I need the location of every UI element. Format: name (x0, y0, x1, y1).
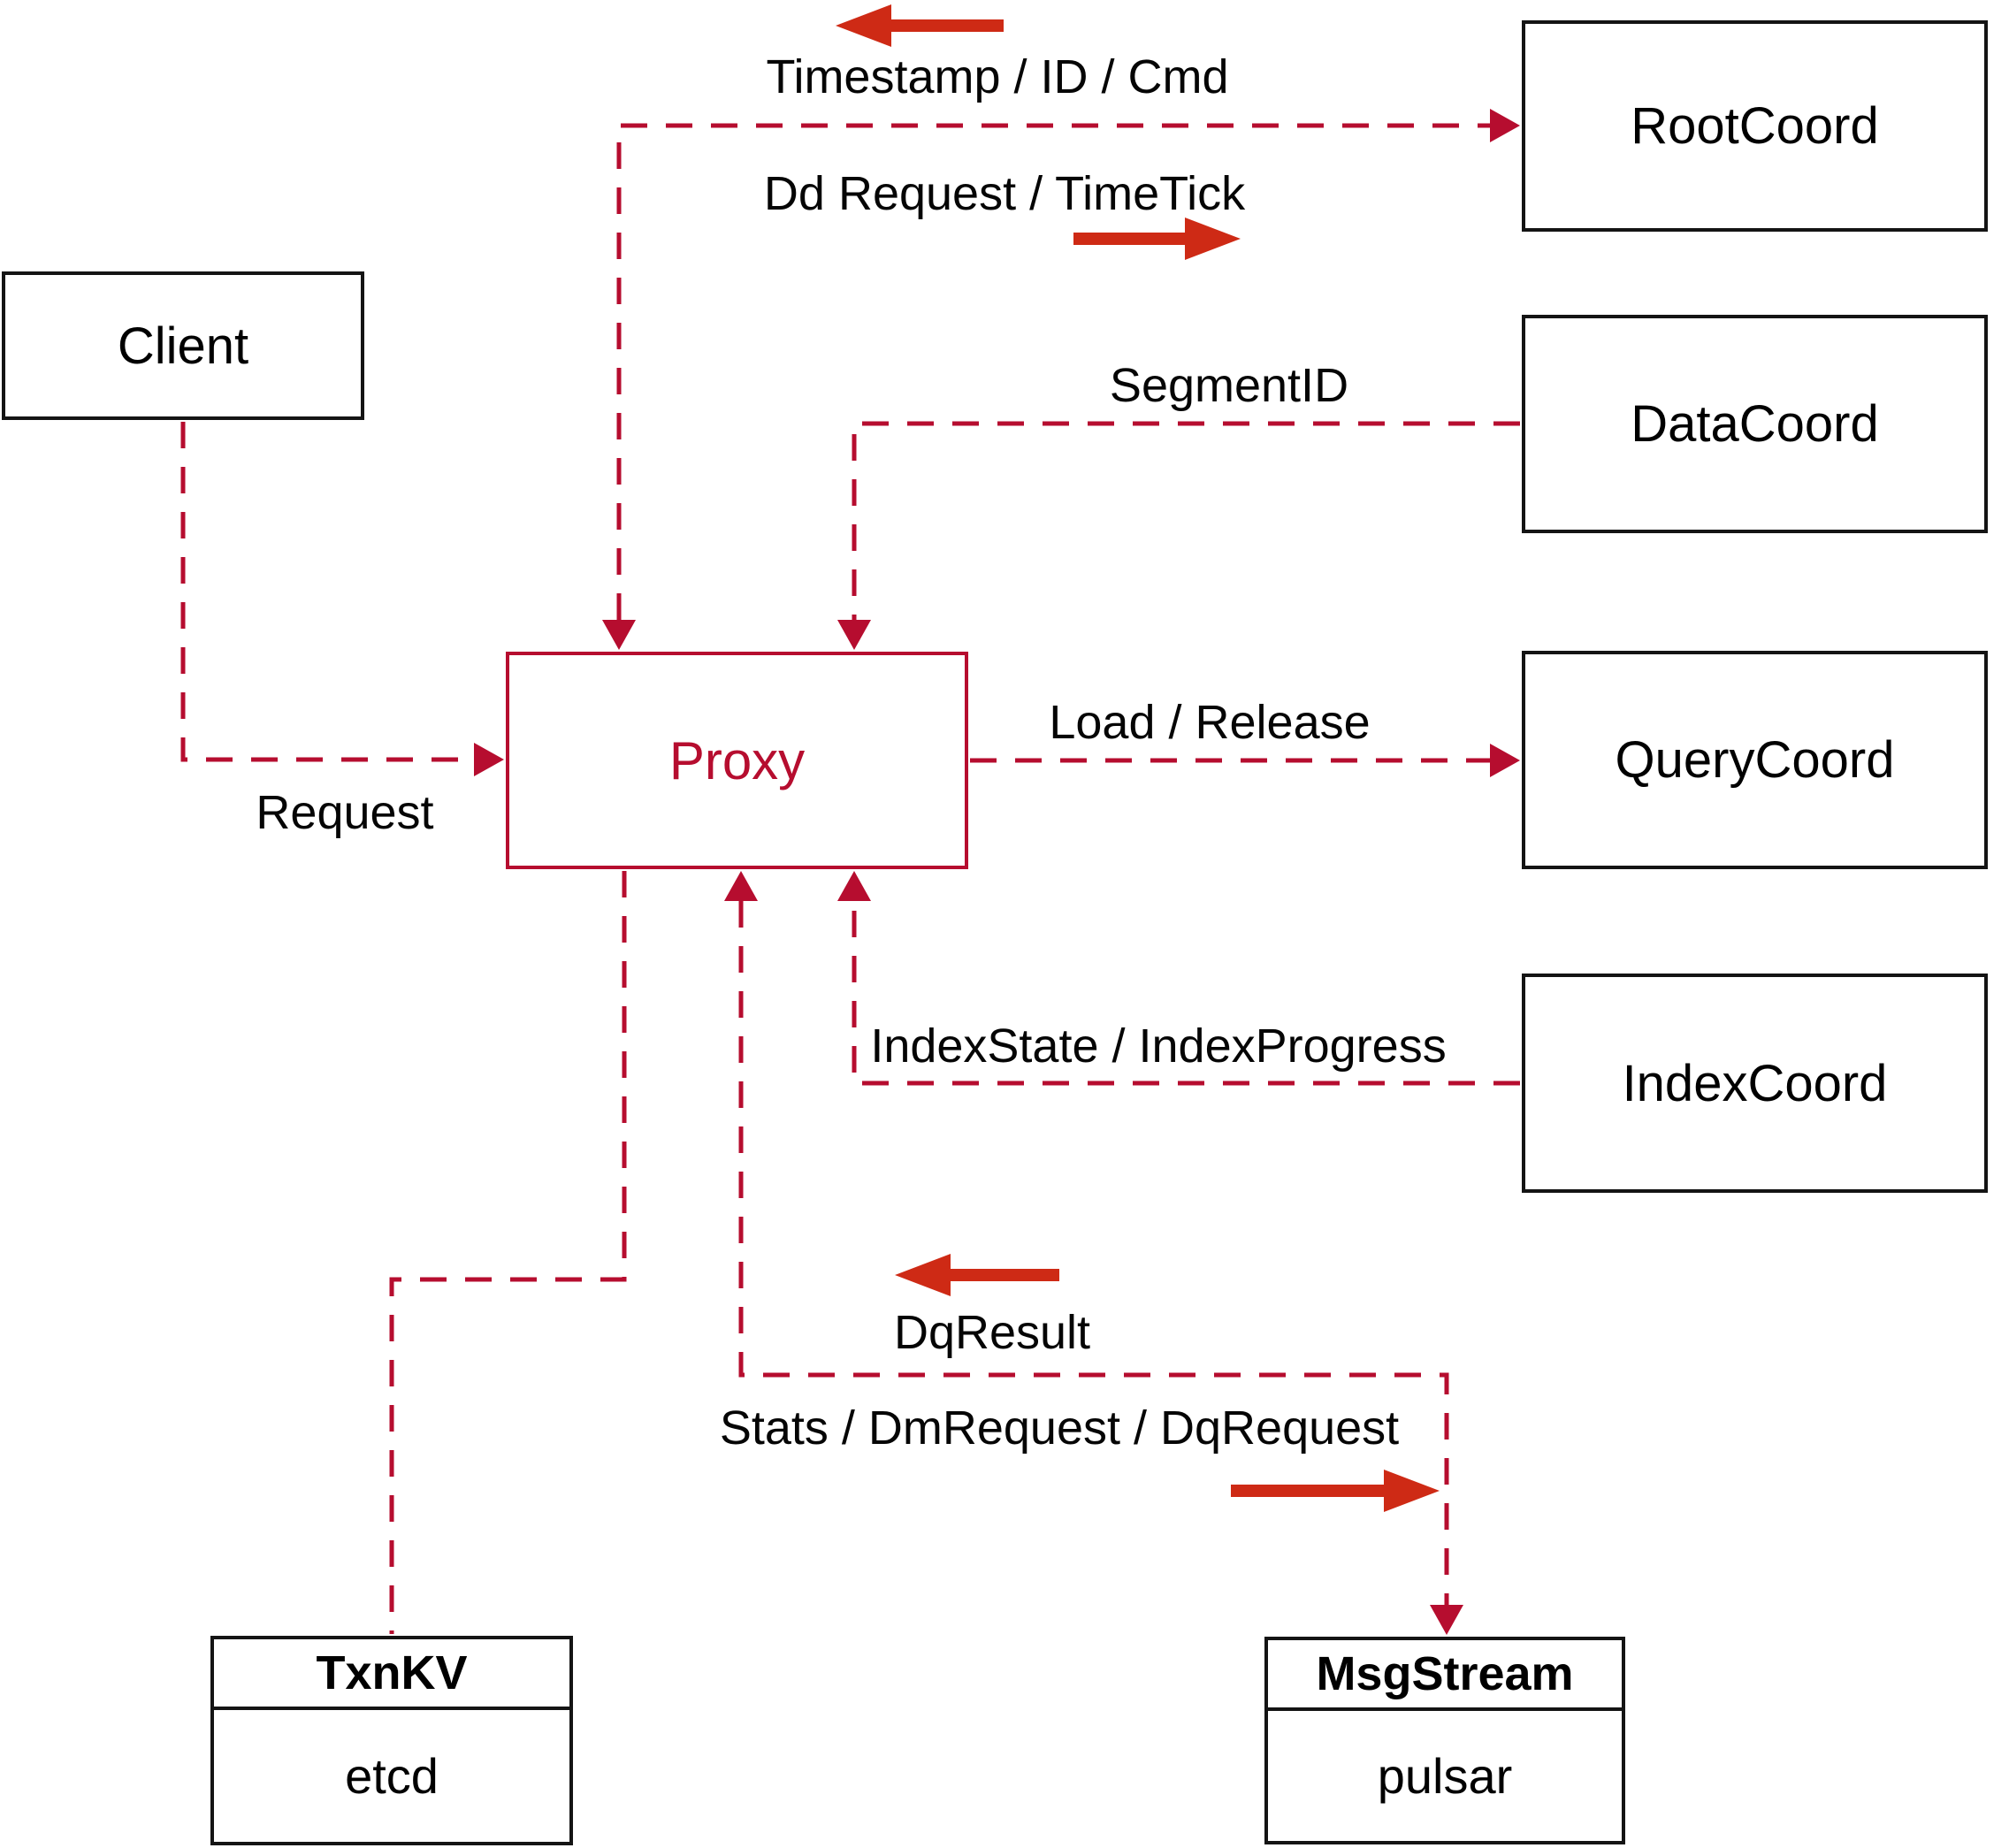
arrow-left-icon (836, 4, 1004, 47)
edge-proxy-msgstream (738, 901, 1449, 1605)
edge-label-segment-id: SegmentID (1109, 359, 1349, 412)
edge-label-index-state: IndexState / IndexProgress (870, 1019, 1447, 1073)
node-txnkv-sub: etcd (345, 1748, 439, 1804)
node-msgstream: MsgStream pulsar (1264, 1637, 1625, 1844)
edge-label-stats: Stats / DmRequest / DqRequest (719, 1401, 1400, 1455)
edge-indexcoord-proxy (852, 901, 1520, 1086)
node-rootcoord: RootCoord (1522, 20, 1988, 232)
edge-label-timestamp: Timestamp / ID / Cmd (766, 50, 1229, 103)
node-msgstream-sub: pulsar (1377, 1748, 1513, 1804)
arrowhead-into-proxy-top-timestamp (602, 620, 636, 650)
node-indexcoord-label: IndexCoord (1622, 1054, 1888, 1112)
arrowhead-into-msgstream (1430, 1605, 1463, 1635)
node-querycoord-label: QueryCoord (1615, 731, 1895, 789)
edge-label-request: Request (256, 786, 434, 839)
edge-client-proxy (180, 422, 474, 762)
node-msgstream-title: MsgStream (1268, 1640, 1622, 1711)
edge-label-dd-request: Dd Request / TimeTick (763, 167, 1246, 220)
node-indexcoord: IndexCoord (1522, 974, 1988, 1193)
node-datacoord: DataCoord (1522, 315, 1988, 533)
node-querycoord: QueryCoord (1522, 651, 1988, 869)
arrow-right-icon (1231, 1470, 1440, 1512)
edge-proxy-txnkv (389, 871, 627, 1634)
node-client: Client (2, 271, 364, 420)
arrow-right-icon (1073, 218, 1241, 260)
node-rootcoord-label: RootCoord (1631, 97, 1879, 155)
arrow-left-icon (895, 1254, 1059, 1296)
arrowhead-into-proxy-bottom-dqresult (724, 871, 758, 901)
node-txnkv: TxnKV etcd (210, 1636, 573, 1845)
edge-label-dq-result: DqResult (893, 1306, 1091, 1359)
arrowhead-into-proxy-left (474, 743, 504, 776)
node-proxy-label: Proxy (668, 730, 806, 790)
node-datacoord-label: DataCoord (1631, 395, 1879, 453)
arrowhead-into-querycoord (1490, 744, 1520, 777)
node-txnkv-title: TxnKV (214, 1639, 569, 1710)
node-proxy: Proxy (506, 652, 968, 869)
node-client-label: Client (117, 317, 249, 375)
arrowhead-into-proxy-top-segmentid (837, 620, 871, 650)
arrowhead-into-proxy-bottom-indexstate (837, 871, 871, 901)
edge-label-load-release: Load / Release (1049, 696, 1371, 749)
edge-datacoord-proxy (852, 421, 1520, 620)
arrowhead-into-rootcoord (1490, 109, 1520, 142)
